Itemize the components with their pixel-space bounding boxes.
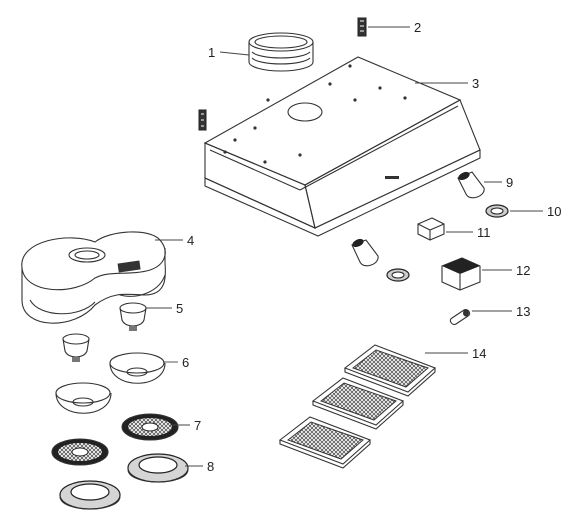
callout-12: 12 [516, 263, 530, 278]
blower-motor-left [62, 333, 90, 362]
blower-motor-right [119, 302, 147, 331]
callout-10: 10 [547, 204, 561, 219]
light-bulb-right [457, 171, 485, 199]
callout-11: 11 [477, 225, 491, 240]
callout-2: 2 [414, 20, 421, 35]
callout-1: 1 [208, 45, 215, 60]
callout-5: 5 [176, 301, 183, 316]
blower-wheel-right [109, 352, 166, 384]
duct-collar [248, 32, 314, 72]
leader-lines [146, 26, 543, 467]
callout-3: 3 [472, 76, 479, 91]
grease-filter-top [343, 344, 437, 397]
range-hood-body [203, 56, 481, 237]
callout-8: 8 [207, 459, 214, 474]
venturi-ring-right [127, 453, 189, 483]
fan-wheel-left [51, 438, 109, 466]
grease-filter-middle [311, 377, 405, 430]
callout-6: 6 [182, 355, 189, 370]
mounting-bracket [357, 17, 367, 37]
blower-wheel-left [55, 382, 112, 414]
grommet-right [485, 204, 509, 218]
control-box [441, 257, 481, 291]
switch-box [417, 217, 445, 241]
venturi-ring-left [59, 480, 121, 510]
callout-13: 13 [516, 304, 530, 319]
callout-14: 14 [472, 346, 486, 361]
callout-7: 7 [194, 418, 201, 433]
mounting-bracket-left [198, 109, 207, 131]
grease-filter-bottom [278, 416, 372, 469]
grommet-left [386, 268, 410, 282]
callout-9: 9 [506, 175, 513, 190]
capacitor [449, 309, 471, 325]
fan-wheel-right [121, 413, 179, 441]
blower-housing [21, 231, 166, 324]
callout-labels: 1 2 3 4 5 6 7 8 9 10 11 12 13 14 [176, 20, 561, 474]
callout-4: 4 [187, 233, 194, 248]
light-bulb-left [351, 238, 379, 267]
